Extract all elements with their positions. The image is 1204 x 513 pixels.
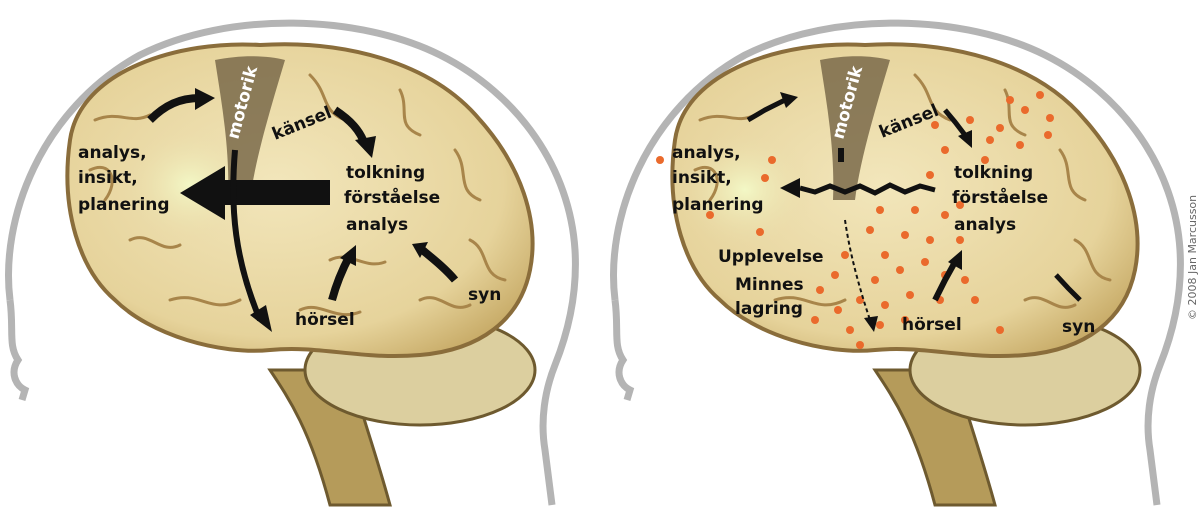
activity-dot (1016, 141, 1024, 149)
right-brain-illustration: motorik känsel analys, insikt, planering… (614, 23, 1181, 505)
activity-dot (921, 258, 929, 266)
activity-dot (1044, 131, 1052, 139)
activity-dot (906, 291, 914, 299)
activity-dot (811, 316, 819, 324)
activity-dot (834, 306, 842, 314)
label-center-2: förståelse (344, 186, 440, 208)
label-syn: syn (468, 285, 501, 305)
face-outline (10, 300, 25, 400)
label-minnes-1: Minnes (735, 275, 804, 295)
label-frontal-right-3: planering (672, 195, 764, 215)
activity-dot (986, 136, 994, 144)
label-horsel-right: hörsel (902, 315, 962, 335)
activity-dot (996, 124, 1004, 132)
activity-dot (896, 266, 904, 274)
activity-dot (876, 321, 884, 329)
label-center-3: analys (346, 215, 408, 235)
motor-mark (838, 148, 844, 162)
activity-dot (846, 326, 854, 334)
activity-dot (996, 326, 1004, 334)
label-frontal-right-2: insikt, (672, 168, 732, 188)
label-center-right-2: förståelse (952, 186, 1048, 208)
activity-dot (966, 116, 974, 124)
activity-dot (876, 206, 884, 214)
activity-dot (831, 271, 839, 279)
face-outline-right (615, 300, 630, 400)
label-frontal-2: insikt, (78, 168, 138, 188)
label-frontal-1: analys, (78, 143, 147, 163)
label-horsel: hörsel (295, 310, 355, 330)
activity-dot (926, 236, 934, 244)
label-center-right-3: analys (954, 215, 1016, 235)
activity-dot (871, 276, 879, 284)
label-frontal-3: planering (78, 195, 170, 215)
activity-dot (866, 226, 874, 234)
activity-dot (656, 156, 664, 164)
copyright-text: © 2008 Jan Marcusson (1186, 195, 1199, 320)
activity-dot (1046, 114, 1054, 122)
activity-dot (768, 156, 776, 164)
activity-dot (941, 146, 949, 154)
label-center-right-1: tolkning (954, 163, 1033, 183)
label-center-1: tolkning (346, 163, 425, 183)
activity-dot (911, 206, 919, 214)
activity-dot (926, 171, 934, 179)
activity-dot (961, 276, 969, 284)
label-syn-right: syn (1062, 317, 1095, 337)
activity-dot (956, 236, 964, 244)
activity-dot (881, 301, 889, 309)
activity-dot (1021, 106, 1029, 114)
activity-dot (901, 231, 909, 239)
activity-dot (881, 251, 889, 259)
label-minnes-2: lagring (735, 299, 803, 319)
activity-dot (971, 296, 979, 304)
left-brain-illustration: motorik känsel analys, insikt, planering… (9, 23, 576, 505)
activity-dot (856, 341, 864, 349)
activity-dot (1006, 96, 1014, 104)
activity-dot (756, 228, 764, 236)
label-frontal-right-1: analys, (672, 143, 741, 163)
activity-dot (761, 174, 769, 182)
label-upplevelse: Upplevelse (718, 247, 824, 267)
activity-dot (941, 211, 949, 219)
activity-dot (1036, 91, 1044, 99)
activity-dot (816, 286, 824, 294)
activity-dot (841, 251, 849, 259)
